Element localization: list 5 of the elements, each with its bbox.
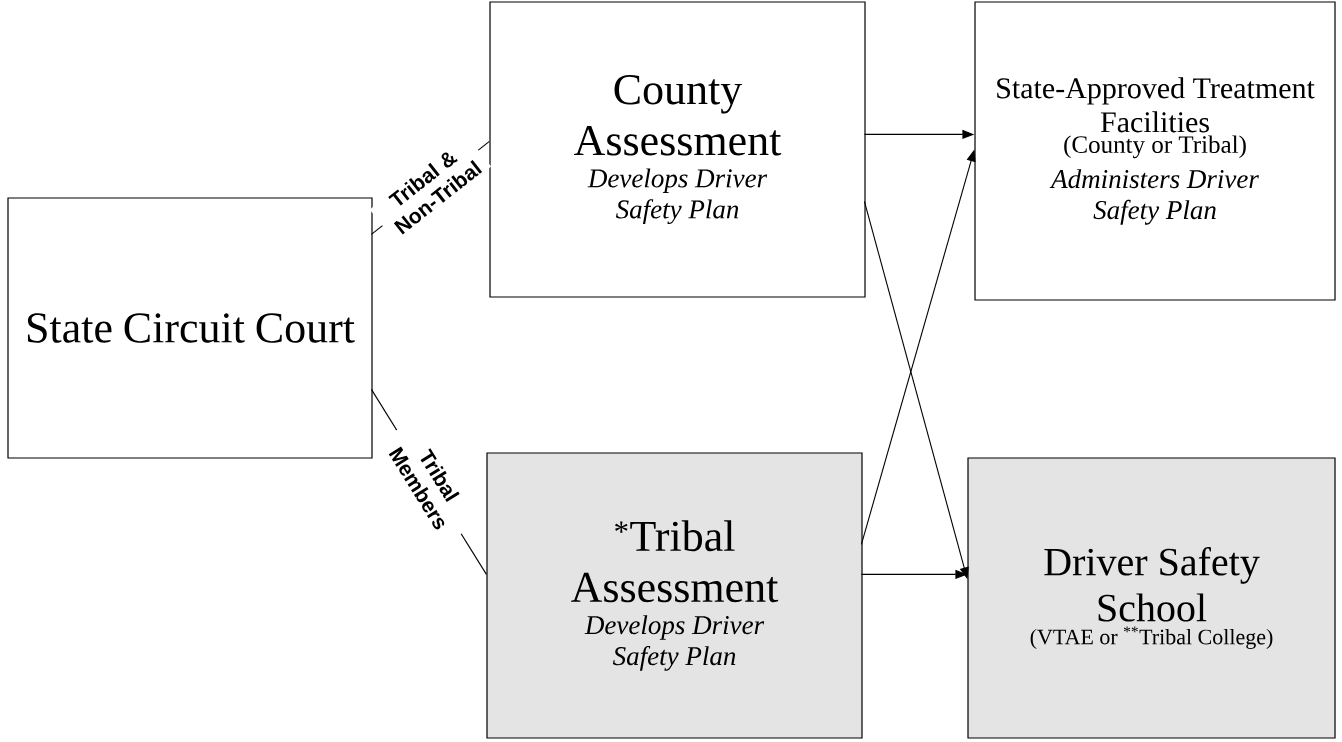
process-box: State Circuit Court — [7, 197, 373, 459]
shaded-box: Driver Safety School (VTAE or $^{**}$Tribal College) — [967, 457, 1336, 739]
shaded-box: $^{*}$Tribal Assessment Develops Driver Safety Plan — [486, 452, 863, 739]
process-box: State-Approved Treatment Facilities (County or Tribal) Administers Driver Safety Plan — [974, 1, 1336, 301]
process-box: County Assessment Develops Driver Safety Plan — [489, 1, 866, 298]
